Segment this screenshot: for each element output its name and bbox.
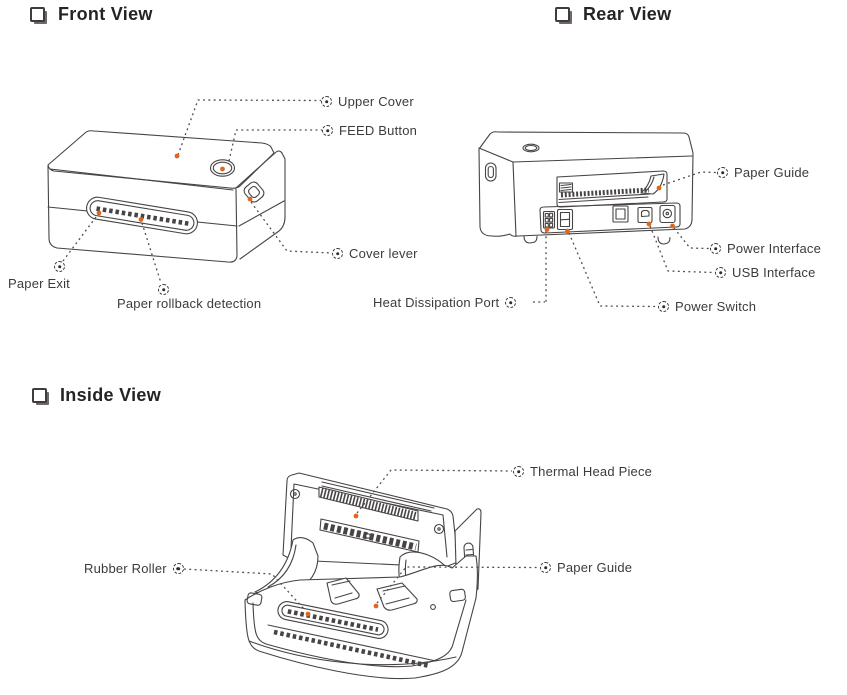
- callout-marker-dots: [96, 153, 675, 617]
- section-bullet-icon: [32, 388, 47, 403]
- heat-dissipation-label: Heat Dissipation Port: [373, 295, 517, 310]
- rear-paper-guide-text: Paper Guide: [734, 165, 810, 180]
- front-view-header: Front View: [30, 4, 153, 25]
- target-icon: [710, 243, 721, 254]
- target-icon: [505, 297, 517, 308]
- rubber-roller-label: Rubber Roller: [84, 561, 184, 576]
- upper-cover-label: Upper Cover: [321, 94, 414, 109]
- rear-paper-guide-label: Paper Guide: [717, 165, 809, 180]
- rubber-roller-text: Rubber Roller: [84, 561, 167, 576]
- power-interface-text: Power Interface: [727, 241, 822, 256]
- target-icon: [54, 261, 65, 272]
- usb-interface-text: USB Interface: [732, 265, 816, 280]
- paper-rollback-label: Paper rollback detection: [117, 296, 261, 311]
- target-icon: [321, 96, 332, 107]
- paper-rollback-text: Paper rollback detection: [117, 296, 262, 311]
- feed-button-text: FEED Button: [339, 123, 418, 138]
- paper-exit-label: Paper Exit: [8, 276, 70, 291]
- target-icon: [658, 301, 669, 312]
- inside-paper-guide-text: Paper Guide: [557, 560, 633, 575]
- target-icon: [332, 248, 343, 259]
- thermal-head-label: Thermal Head Piece: [513, 464, 652, 479]
- rear-view-drawing: [478, 131, 694, 245]
- section-bullet-icon: [30, 7, 45, 22]
- target-icon: [717, 167, 728, 178]
- feed-button-label: FEED Button: [322, 123, 417, 138]
- rear-view-header: Rear View: [555, 4, 671, 25]
- target-icon: [172, 563, 184, 574]
- power-interface-label: Power Interface: [710, 241, 821, 256]
- callout-leader-lines: [62, 99, 717, 611]
- target-icon: [513, 466, 524, 477]
- thermal-head-text: Thermal Head Piece: [530, 464, 653, 479]
- inside-view-drawing: [244, 472, 482, 680]
- cover-lever-label: Cover lever: [332, 246, 418, 261]
- power-switch-text: Power Switch: [675, 299, 757, 314]
- power-switch-label: Power Switch: [658, 299, 756, 314]
- target-icon: [322, 125, 333, 136]
- rear-view-title: Rear View: [583, 4, 672, 24]
- paper-exit-text: Paper Exit: [8, 276, 70, 291]
- upper-cover-text: Upper Cover: [338, 94, 414, 109]
- target-icon: [715, 267, 726, 278]
- inside-view-title: Inside View: [60, 385, 162, 405]
- front-view-drawing: [47, 130, 286, 263]
- target-icon: [540, 562, 551, 573]
- cover-lever-text: Cover lever: [349, 246, 418, 261]
- section-bullet-icon: [555, 7, 570, 22]
- heat-dissipation-text: Heat Dissipation Port: [373, 295, 500, 310]
- usb-interface-label: USB Interface: [715, 265, 816, 280]
- inside-view-header: Inside View: [32, 385, 161, 406]
- front-view-title: Front View: [58, 4, 153, 24]
- target-icon: [158, 284, 169, 295]
- inside-paper-guide-label: Paper Guide: [540, 560, 632, 575]
